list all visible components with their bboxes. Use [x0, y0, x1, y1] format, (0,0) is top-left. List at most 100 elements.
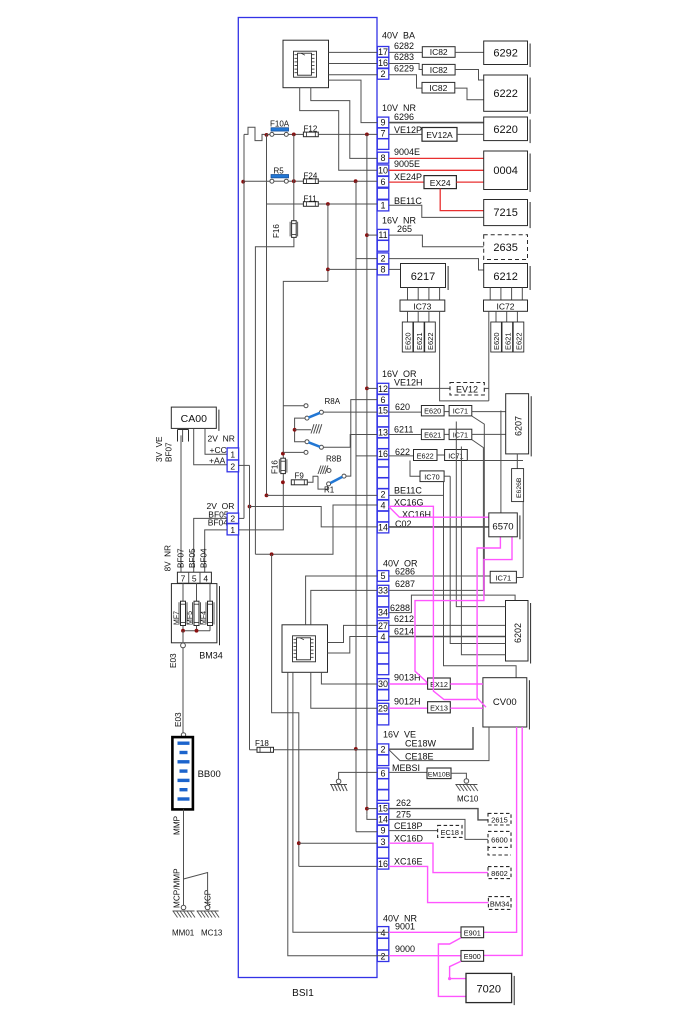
- svg-text:F24: F24: [304, 172, 318, 181]
- svg-text:BM34: BM34: [490, 899, 510, 908]
- svg-text:2: 2: [230, 514, 235, 524]
- svg-text:33: 33: [378, 586, 388, 596]
- svg-text:15: 15: [378, 804, 388, 814]
- svg-text:XC16G: XC16G: [394, 497, 424, 507]
- svg-text:XC16D: XC16D: [394, 833, 424, 843]
- svg-text:40V OR: 40V OR: [383, 559, 418, 569]
- svg-text:VE12P: VE12P: [394, 125, 422, 135]
- svg-text:BF05: BF05: [188, 548, 197, 568]
- svg-text:MF4: MF4: [201, 611, 208, 625]
- svg-text:EV12: EV12: [456, 384, 478, 394]
- svg-text:2: 2: [380, 745, 385, 755]
- svg-text:9004E: 9004E: [394, 147, 420, 157]
- svg-text:1: 1: [230, 525, 235, 535]
- svg-text:BE11C: BE11C: [394, 486, 422, 496]
- svg-text:6217: 6217: [411, 271, 435, 283]
- svg-text:E03: E03: [169, 653, 178, 668]
- svg-text:8602: 8602: [491, 869, 508, 878]
- svg-text:11: 11: [378, 230, 387, 240]
- svg-text:262: 262: [396, 798, 411, 808]
- svg-text:E901: E901: [464, 929, 481, 938]
- svg-text:4: 4: [380, 928, 385, 938]
- svg-text:34: 34: [378, 608, 388, 618]
- svg-text:XC16H: XC16H: [402, 510, 431, 520]
- svg-text:EV12A: EV12A: [426, 130, 453, 140]
- svg-text:E622: E622: [515, 332, 524, 350]
- svg-text:16: 16: [378, 58, 388, 68]
- svg-text:5: 5: [380, 571, 385, 581]
- svg-text:BB00: BB00: [198, 769, 221, 780]
- svg-text:BF05: BF05: [208, 509, 229, 519]
- svg-text:3V VE: 3V VE: [155, 436, 164, 462]
- svg-text:BF07: BF07: [177, 548, 186, 568]
- svg-text:16: 16: [378, 449, 388, 459]
- svg-text:XE24P: XE24P: [394, 172, 422, 182]
- svg-text:MM01: MM01: [172, 929, 195, 938]
- svg-text:622: 622: [395, 447, 410, 457]
- svg-text:2: 2: [380, 951, 385, 961]
- svg-text:13: 13: [378, 427, 388, 437]
- svg-text:IC82: IC82: [430, 65, 448, 75]
- svg-text:4: 4: [203, 573, 208, 583]
- svg-text:6: 6: [380, 395, 385, 405]
- svg-text:14: 14: [378, 815, 388, 825]
- svg-text:E621: E621: [415, 332, 424, 350]
- svg-text:9012H: 9012H: [394, 697, 421, 707]
- svg-text:40V BA: 40V BA: [382, 31, 415, 41]
- svg-text:C02: C02: [395, 519, 412, 529]
- svg-text:6288: 6288: [390, 603, 410, 613]
- svg-text:R8A: R8A: [325, 397, 341, 406]
- svg-text:30: 30: [378, 679, 388, 689]
- svg-text:6212: 6212: [394, 614, 414, 624]
- svg-text:9005E: 9005E: [394, 159, 420, 169]
- svg-text:7215: 7215: [493, 207, 517, 219]
- svg-text:6287: 6287: [395, 579, 415, 589]
- svg-text:16V OR: 16V OR: [382, 369, 417, 379]
- svg-text:4: 4: [380, 501, 385, 511]
- svg-text:E03: E03: [174, 712, 183, 727]
- svg-text:1: 1: [230, 450, 235, 460]
- svg-text:F9: F9: [295, 472, 305, 481]
- svg-text:E621: E621: [503, 332, 512, 350]
- svg-text:7020: 7020: [477, 984, 501, 996]
- svg-text:2V NR: 2V NR: [208, 434, 235, 444]
- svg-text:MF5: MF5: [187, 611, 194, 625]
- svg-text:IC71: IC71: [453, 430, 468, 439]
- svg-text:4: 4: [380, 632, 385, 642]
- svg-text:10V NR: 10V NR: [382, 103, 417, 113]
- svg-text:9: 9: [380, 118, 385, 128]
- svg-text:29: 29: [378, 704, 388, 714]
- svg-text:265: 265: [397, 224, 412, 234]
- svg-text:27: 27: [378, 621, 388, 631]
- svg-text:CV00: CV00: [493, 697, 517, 708]
- svg-text:16V NR: 16V NR: [382, 216, 417, 226]
- svg-text:IC82: IC82: [429, 83, 447, 93]
- svg-text:9001: 9001: [395, 922, 415, 932]
- svg-text:2: 2: [230, 462, 235, 472]
- svg-text:9013H: 9013H: [394, 673, 421, 683]
- svg-text:R1: R1: [324, 486, 335, 495]
- svg-text:E620: E620: [424, 407, 441, 416]
- svg-text:EX13: EX13: [430, 704, 448, 713]
- svg-text:CA00: CA00: [181, 413, 207, 425]
- svg-text:MCP/MMP: MCP/MMP: [173, 868, 182, 908]
- svg-text:6600: 6600: [491, 836, 508, 845]
- svg-text:E621: E621: [424, 430, 441, 439]
- svg-text:6286: 6286: [395, 567, 415, 577]
- svg-text:IC73: IC73: [413, 301, 431, 311]
- svg-text:F12: F12: [304, 125, 318, 134]
- svg-text:6296: 6296: [394, 112, 414, 122]
- svg-text:12: 12: [378, 384, 388, 394]
- svg-text:+AA: +AA: [209, 455, 226, 465]
- svg-text:6229: 6229: [394, 64, 414, 74]
- svg-text:E622: E622: [417, 451, 434, 460]
- svg-text:BF04: BF04: [208, 518, 229, 528]
- svg-text:R8B: R8B: [326, 454, 342, 463]
- svg-text:15: 15: [378, 406, 388, 416]
- svg-text:CE18E: CE18E: [405, 752, 434, 762]
- svg-text:IC72: IC72: [497, 301, 515, 311]
- svg-text:8: 8: [380, 265, 385, 275]
- svg-text:620: 620: [395, 402, 410, 412]
- svg-text:2V OR: 2V OR: [207, 501, 235, 511]
- svg-text:MC13: MC13: [201, 929, 223, 938]
